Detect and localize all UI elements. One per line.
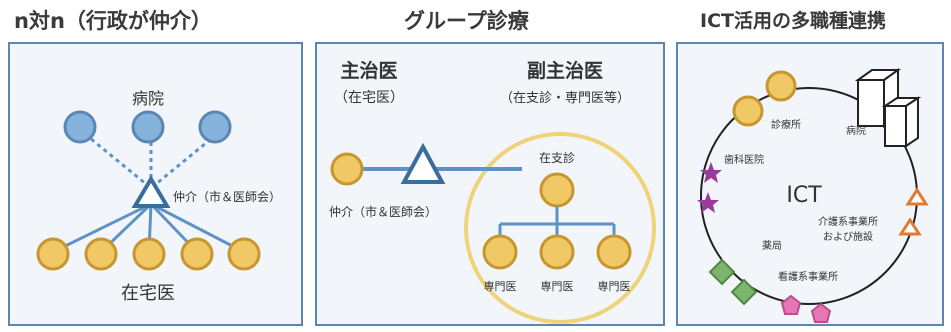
clinic-node [732, 95, 764, 127]
care-facility-label: 介護系事業所 [818, 215, 878, 228]
specialist-label: 専門医 [484, 280, 517, 293]
clinic-node [539, 172, 575, 208]
home-doctor-node [132, 237, 166, 271]
ict-center-label: ICT [786, 183, 822, 208]
main-doctor-node [330, 152, 364, 186]
home-doctor-node [227, 237, 261, 271]
hospital-label: 病院 [132, 89, 164, 108]
panel-group-practice: 主治医 （在宅医） 副主治医 （在支診・専門医等） 仲介（市＆医師会） 在支診 … [315, 42, 665, 326]
nursing-label: 看護系事業所 [778, 270, 838, 283]
main-doctor-label: 主治医 [340, 59, 397, 82]
mediator-label: 仲介（市＆医師会） [173, 189, 281, 204]
nursing-pentagon-icon [780, 294, 802, 315]
vice-doctor-label: 副主治医 [527, 59, 603, 82]
panel-n-to-n: 病院 仲介（市＆医師会） 在宅医 [8, 42, 303, 326]
group-circle [464, 132, 656, 324]
hospital-label: 病院 [846, 124, 866, 137]
panel-title-n-to-n: n対n（行政が仲介） [14, 9, 212, 33]
clinic-label: 診療所 [771, 118, 801, 131]
clinic-node [765, 70, 797, 102]
panel-title-group-practice: グループ診療 [404, 9, 529, 33]
pharmacy-diamond-icon [708, 258, 736, 286]
vice-doctor-sub-label: （在支診・専門医等） [500, 90, 630, 106]
ict-diagram: ICT 診療所 病院 歯科医院 介護系事業所 および施設 薬局 看護 [697, 68, 929, 323]
hospital-node [63, 110, 97, 144]
clinic-label: 在支診 [539, 150, 575, 165]
care-facility-triangle-icon [898, 217, 922, 236]
hospital-icon [854, 68, 922, 148]
panel-ict: ICT 診療所 病院 歯科医院 介護系事業所 および施設 薬局 看護 [676, 42, 944, 326]
panel-title-ict: ICT活用の多職種連携 [700, 10, 886, 32]
hospital-node [131, 110, 165, 144]
specialist-label: 専門医 [541, 280, 574, 293]
care-facility-label: および施設 [823, 230, 873, 243]
dental-label: 歯科医院 [724, 153, 764, 166]
group-practice-diagram: 主治医 （在宅医） 副主治医 （在支診・専門医等） 仲介（市＆医師会） 在支診 … [329, 59, 656, 324]
home-doctor-label: 在宅医 [121, 283, 175, 304]
pharmacy-diamond-icon [730, 278, 758, 306]
specialist-links [498, 206, 616, 237]
mediator-label: 仲介（市＆医師会） [329, 204, 437, 219]
care-facility-triangle-icon [905, 187, 929, 206]
specialist-node [482, 234, 518, 270]
specialist-node [596, 234, 632, 270]
n-to-n-diagram: 病院 仲介（市＆医師会） 在宅医 [36, 89, 281, 304]
home-doctor-node [36, 237, 70, 271]
dental-star-icon [700, 162, 722, 183]
pharmacy-label: 薬局 [762, 240, 782, 252]
home-doctor-node [84, 237, 118, 271]
mediator-triangle [400, 142, 446, 184]
hospital-node [198, 110, 232, 144]
nursing-pentagon-icon [810, 302, 832, 323]
mediator-triangle [131, 175, 171, 208]
main-doctor-sub-label: （在宅医） [334, 90, 404, 106]
specialist-label: 専門医 [598, 280, 631, 293]
home-doctor-node [180, 237, 214, 271]
dental-star-icon [697, 192, 719, 213]
specialist-node [539, 234, 575, 270]
